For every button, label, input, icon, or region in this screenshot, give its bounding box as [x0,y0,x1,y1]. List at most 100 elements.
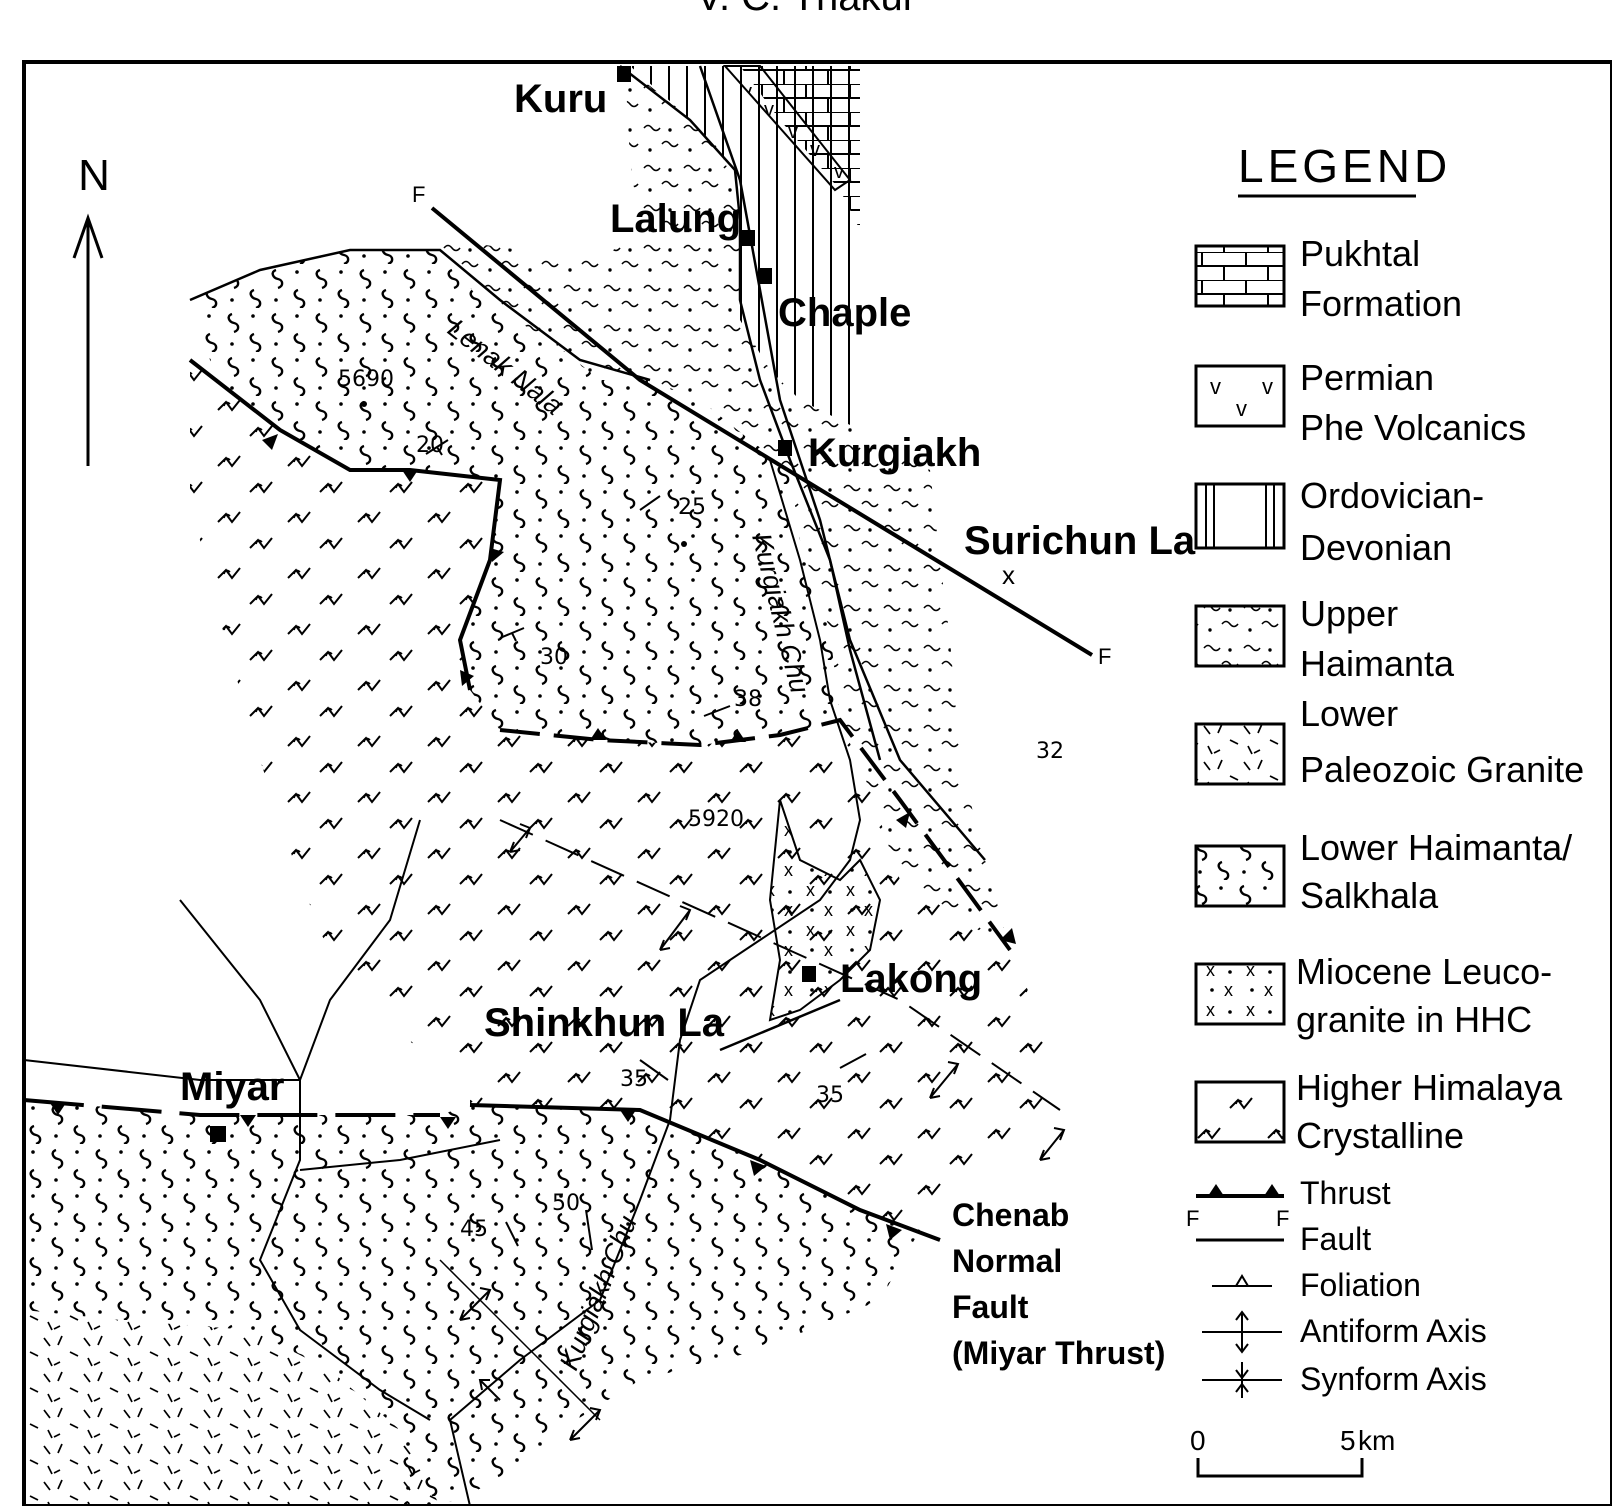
thrust-upper-dashed [499,717,1012,952]
unit-pukhtal [740,66,860,230]
legend: LEGEND Pukhtal Formation v v v Permian P… [1186,140,1584,1478]
legend-label-line-2: Salkhala [1300,875,1439,916]
dip-25: 25 [678,495,706,520]
thrust-teeth [50,434,1016,1240]
label-surichun-la: Surichun La [964,519,1196,563]
legend-label-line-1: Permian [1300,357,1434,398]
kurgiakh-marker [778,440,792,456]
river-kurgiakh-chu [448,459,862,1506]
river-tributary-north [299,819,421,1081]
legend-symbol-synform: Synform Axis [1202,1361,1487,1398]
legend-item-ordovician-devonian: Ordovician- Devonian [1194,475,1484,568]
legend-label-line-2: Crystalline [1296,1115,1464,1156]
legend-label-line-1: Ordovician- [1300,475,1484,516]
legend-synform-label: Synform Axis [1300,1361,1487,1397]
legend-label-line-2: Formation [1300,283,1462,324]
legend-fault-label: Fault [1300,1221,1371,1257]
elevation-5920: 5920 [688,807,744,832]
fault-line-main [430,206,1094,657]
unit-upper-haimanta-north [440,66,1010,950]
legend-title: LEGEND [1238,140,1451,192]
unit-leucogranite [768,799,882,1022]
legend-label-line-1: Lower Haimanta/ [1300,827,1572,868]
unit-lower-haimanta-north [190,250,840,745]
legend-item-phe-volcanics: v v v Permian Phe Volcanics [1194,357,1526,448]
boundary-chaple [698,65,986,861]
legend-symbol-antiform: Antiform Axis [1202,1310,1487,1354]
antiform-axis-south [439,1259,601,1421]
river-miyar [179,899,431,1421]
label-chaple: Chaple [778,291,911,335]
legend-label-line-1: Lower [1300,693,1398,734]
unit-paleozoic-granite [24,1310,440,1506]
legend-item-pukhtal: Pukhtal Formation [1194,233,1462,324]
legend-label-line-2: Paleozoic Granite [1300,749,1584,790]
lakong-marker [802,966,816,982]
legend-label-line-2: Haimanta [1300,643,1455,684]
legend-swatch-dashes [1194,722,1286,786]
legend-swatch-brick [1194,244,1286,308]
boundary-lakong [719,998,841,1052]
dip-50: 50 [552,1191,580,1216]
dip-35-east: 35 [816,1083,844,1108]
dip-32: 32 [1036,739,1064,764]
dip-35-west: 35 [620,1067,648,1092]
dip-38: 38 [734,687,762,712]
river-tributary-east [299,1139,501,1171]
kuru-marker [617,66,631,82]
boundary-haimanta-upper [189,248,651,382]
elevation-5690: 5690 [338,367,394,392]
dip-45: 45 [460,1217,488,1242]
chaple-marker [758,268,772,284]
unit-phe-volcanics [722,65,852,192]
svg-text:v: v [1262,374,1273,399]
header-partial-text: V. C. Thakur [696,0,916,19]
legend-swatch-swirl-marks [1194,1080,1286,1144]
scale-start-label: 0 [1190,1425,1206,1456]
structure-lines [23,65,1094,1506]
svg-text:v: v [1210,374,1221,399]
label-shinkhun-la: Shinkhun La [484,1001,725,1045]
legend-antiform-label: Antiform Axis [1300,1313,1487,1349]
thrust-chenab-east [469,1103,941,1242]
legend-label-line-1: Higher Himalaya [1296,1067,1563,1108]
north-arrow-label: N [78,151,110,200]
legend-label-line-1: Upper [1300,593,1398,634]
legend-label-line-2: Phe Volcanics [1300,407,1526,448]
dip-values: 20 25 30 38 32 35 35 45 50 [416,433,1064,1242]
label-lalung: Lalung [610,197,741,241]
annotation-line-2: Normal [952,1243,1062,1279]
unit-ordovician-devonian [630,66,860,430]
legend-symbol-fault: F F Fault [1186,1206,1371,1257]
legend-thrust-label: Thrust [1300,1175,1391,1211]
north-arrow: N [72,151,110,466]
river-tributary-west [23,1059,300,1081]
unit-hhc [190,360,1060,1230]
fault-letter-north: F [412,182,425,207]
annotation-line-4: (Miyar Thrust) [952,1335,1165,1371]
legend-item-upper-haimanta: Upper Haimanta [1194,593,1455,684]
legend-item-lower-haimanta-salkhala: Lower Haimanta/ Salkhala [1194,827,1572,916]
miyar-marker [210,1126,226,1142]
antiform-arrows [459,823,1066,1441]
peak-5690-marker [361,401,367,407]
legend-fault-end-right: F [1276,1206,1289,1231]
label-miyar: Miyar [180,1065,285,1109]
legend-label-line-1: Pukhtal [1300,233,1420,274]
legend-swatch-v-marks [1194,364,1286,428]
label-kurgiakh: Kurgiakh [808,431,981,475]
place-labels: Kuru Lalung Chaple Kurgiakh Surichun La … [180,77,1196,1109]
legend-swatch-x-dots [1194,962,1286,1026]
legend-fault-end-left: F [1186,1206,1199,1231]
legend-symbol-foliation: Foliation [1212,1267,1421,1303]
legend-label-line-1: Miocene Leuco- [1296,951,1552,992]
legend-foliation-label: Foliation [1300,1267,1421,1303]
thrust-upper [188,358,503,691]
scale-unit-label: km [1358,1425,1395,1456]
peak-25-marker [681,541,687,547]
legend-swatch-s-marks [1194,844,1286,908]
fault-letter-south: F [1098,644,1111,669]
thrust-chenab [23,1098,440,1117]
legend-label-line-2: Devonian [1300,527,1452,568]
